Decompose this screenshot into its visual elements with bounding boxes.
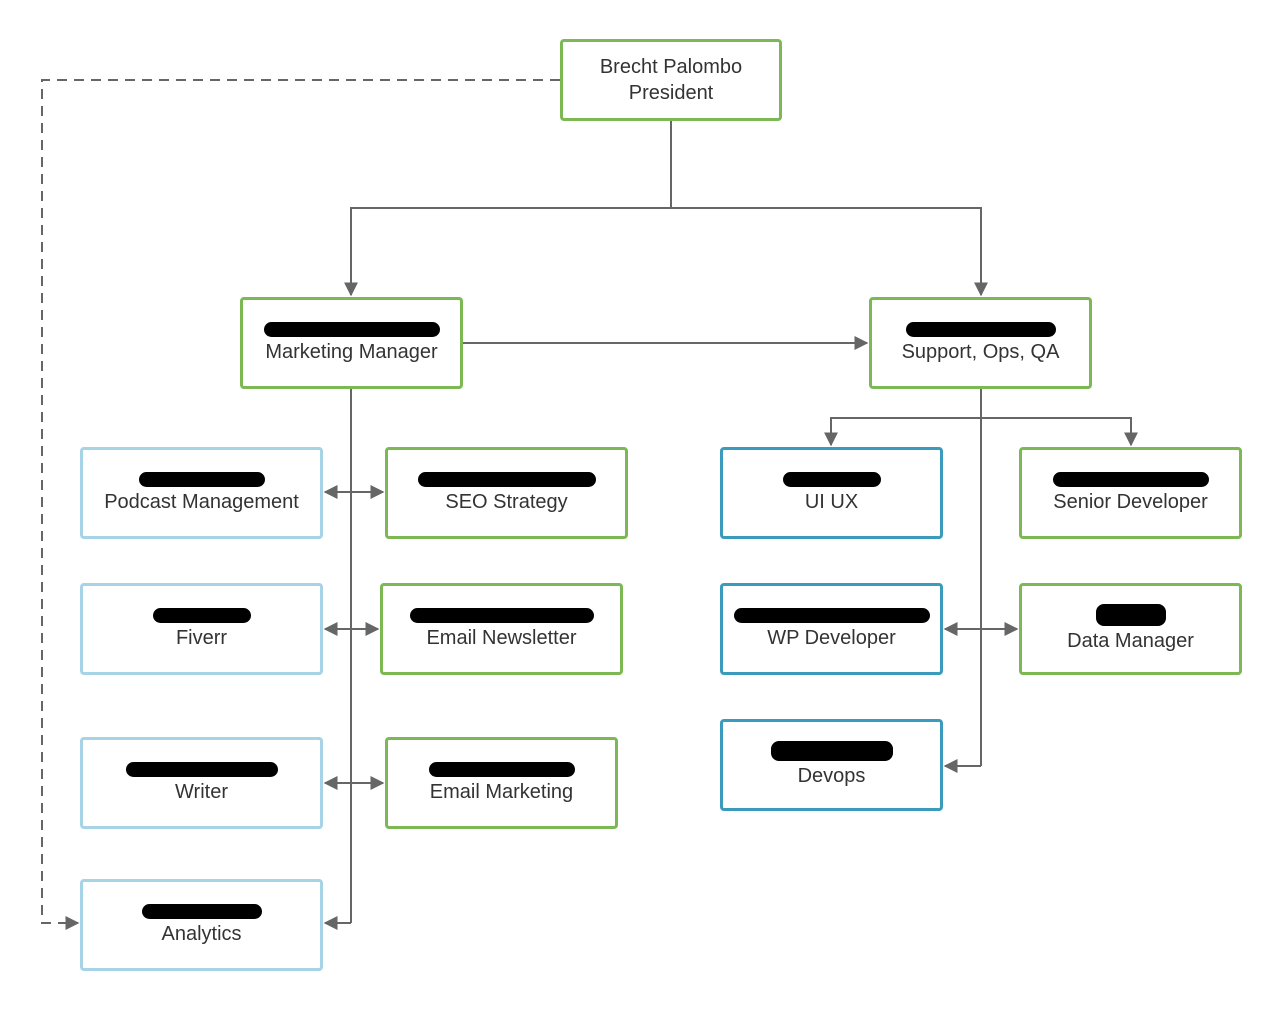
president-name: Brecht Palombo (599, 56, 743, 78)
senior-developer-node[interactable]: Senior Developer (1019, 447, 1242, 539)
wp-developer-role: WP Developer (767, 626, 896, 649)
data-manager-node[interactable]: Data Manager (1019, 583, 1242, 675)
devops-role: Devops (797, 765, 866, 787)
dashed-connector-president-analytics (41, 79, 560, 930)
support-ops-qa-node[interactable]: Support, Ops, QA (869, 297, 1092, 389)
redacted-name (141, 903, 262, 919)
newsletter-role: Email Newsletter (426, 626, 577, 649)
president-role: President (628, 82, 714, 104)
connector-to-ui-ux (824, 417, 981, 447)
writer-role: Writer (175, 780, 228, 803)
email-marketing-node[interactable]: Email Marketing (385, 737, 618, 829)
data-manager-role: Data Manager (1067, 630, 1194, 652)
writer-node[interactable]: Writer (80, 737, 323, 829)
redacted-name (263, 321, 440, 337)
senior-developer-role: Senior Developer (1053, 490, 1208, 513)
redacted-name (1095, 604, 1166, 626)
ui-ux-role: UI UX (804, 490, 859, 513)
marketing-manager-role: Marketing Manager (265, 340, 438, 363)
redacted-name (152, 607, 251, 623)
redacted-name (125, 761, 278, 777)
podcast-role: Podcast Management (104, 490, 299, 513)
redacted-name (138, 471, 265, 487)
podcast-management-node[interactable]: Podcast Management (80, 447, 323, 539)
redacted-name (428, 761, 575, 777)
seo-role: SEO Strategy (445, 490, 568, 513)
redacted-name (1052, 471, 1209, 487)
fiverr-role: Fiverr (175, 626, 228, 649)
connector-president-support (671, 207, 988, 297)
redacted-name (417, 471, 596, 487)
email-newsletter-node[interactable]: Email Newsletter (380, 583, 623, 675)
seo-strategy-node[interactable]: SEO Strategy (385, 447, 628, 539)
analytics-role: Analytics (161, 922, 242, 945)
redacted-name (409, 607, 594, 623)
connector-to-senior-dev (981, 417, 1138, 447)
connector-president-marketing (344, 207, 671, 297)
fiverr-node[interactable]: Fiverr (80, 583, 323, 675)
marketing-manager-node[interactable]: Marketing Manager (240, 297, 463, 389)
devops-node[interactable]: Devops (720, 719, 943, 811)
redacted-name (782, 471, 881, 487)
redacted-name (733, 607, 930, 623)
support-role: Support, Ops, QA (901, 340, 1060, 363)
wp-developer-node[interactable]: WP Developer (720, 583, 943, 675)
redacted-name (770, 741, 893, 761)
redacted-name (905, 321, 1056, 337)
ui-ux-node[interactable]: UI UX (720, 447, 943, 539)
analytics-node[interactable]: Analytics (80, 879, 323, 971)
email-marketing-role: Email Marketing (429, 780, 574, 803)
president-node[interactable]: Brecht Palombo President (560, 39, 782, 121)
